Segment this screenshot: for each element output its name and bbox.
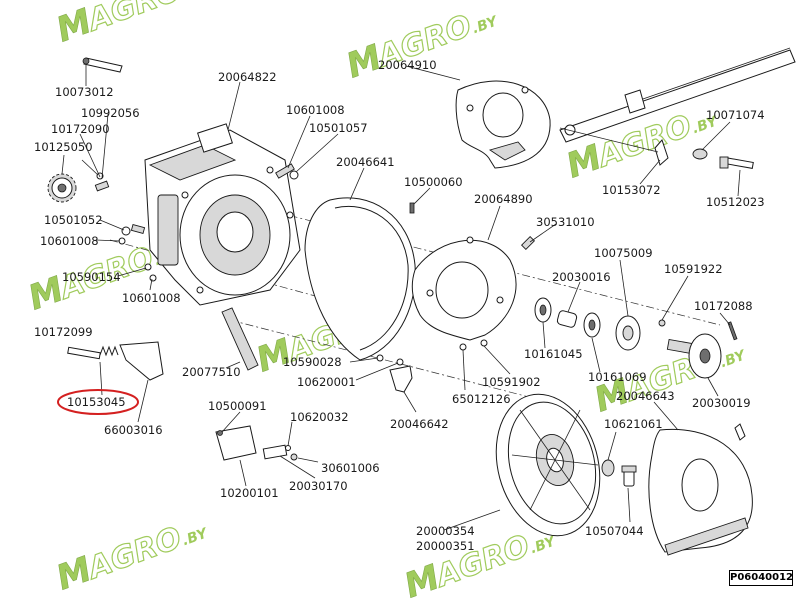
label-20077510[interactable]: 20077510	[182, 365, 241, 379]
svg-text:AGRO: AGRO	[82, 0, 186, 39]
pulley-wheel-part	[495, 393, 601, 537]
cover-plate-part	[455, 80, 551, 169]
label-20030019[interactable]: 20030019	[692, 396, 751, 410]
pin-10172088	[727, 321, 738, 341]
label-20046642[interactable]: 20046642	[390, 417, 449, 431]
small-hardware-mid	[376, 339, 488, 366]
bolt-30531010	[520, 235, 536, 251]
block-20030170	[262, 444, 288, 460]
washer-10075009	[615, 315, 641, 351]
label-10591922[interactable]: 10591922	[664, 262, 723, 276]
small-fasteners-left	[94, 172, 157, 282]
label-10601008-low[interactable]: 10601008	[122, 291, 181, 305]
label-10200101[interactable]: 10200101	[220, 486, 279, 500]
strip-20077510	[221, 307, 259, 371]
bolt-10512023	[719, 156, 754, 169]
label-10501052[interactable]: 10501052	[44, 213, 103, 227]
label-10161045[interactable]: 10161045	[524, 347, 583, 361]
svg-text:.BY: .BY	[180, 525, 211, 549]
frame-rail-part	[559, 47, 796, 143]
label-10501057[interactable]: 10501057	[309, 121, 368, 135]
label-10601008-mid[interactable]: 10601008	[40, 234, 99, 248]
label-10621061[interactable]: 10621061	[604, 417, 663, 431]
label-20046641[interactable]: 20046641	[336, 155, 395, 169]
label-10500060[interactable]: 10500060	[404, 175, 463, 189]
label-10073012[interactable]: 10073012	[55, 85, 114, 99]
sprocket-part	[47, 173, 77, 203]
svg-text:.BY: .BY	[180, 0, 211, 1]
label-20064910[interactable]: 20064910	[378, 58, 437, 72]
washer-10621061	[601, 459, 615, 477]
label-10507044[interactable]: 10507044	[585, 524, 644, 538]
drawing-code-box: P06040012	[729, 570, 793, 586]
nut-10620032	[285, 445, 291, 451]
pin-10172099	[67, 346, 101, 360]
svg-text:.BY: .BY	[528, 533, 559, 557]
label-10075009[interactable]: 10075009	[594, 246, 653, 260]
label-30601006[interactable]: 30601006	[321, 461, 380, 475]
svg-text:.BY: .BY	[470, 13, 501, 37]
svg-text:.BY: .BY	[718, 347, 749, 371]
lever-10153072	[559, 127, 669, 166]
belt-ring-part	[304, 197, 416, 361]
latch-66003016	[119, 341, 164, 381]
guard-shield-part	[648, 423, 753, 556]
bearing-10161069	[583, 312, 601, 338]
plate-10200101	[215, 425, 257, 461]
label-10590154[interactable]: 10590154	[62, 270, 121, 284]
label-10153045[interactable]: 10153045	[67, 395, 126, 409]
label-20064822[interactable]: 20064822	[218, 70, 277, 84]
label-10620032[interactable]: 10620032	[290, 410, 349, 424]
washer-10071074	[692, 148, 708, 160]
label-10153072[interactable]: 10153072	[602, 183, 661, 197]
bolt-10507044	[621, 465, 637, 487]
label-10172099[interactable]: 10172099	[34, 325, 93, 339]
spacer-20030016	[556, 310, 578, 328]
label-20000354[interactable]: 20000354	[416, 524, 475, 538]
label-10620001[interactable]: 10620001	[297, 375, 356, 389]
label-20000351[interactable]: 20000351	[416, 539, 475, 553]
label-20030170[interactable]: 20030170	[289, 479, 348, 493]
disc-plate-part	[411, 236, 517, 341]
part-labels: 10073012 20064822 10992056 10172090 1012…	[34, 58, 765, 553]
label-10161069[interactable]: 10161069	[588, 370, 647, 384]
hub-20030019	[666, 333, 722, 379]
label-10512023[interactable]: 10512023	[706, 195, 765, 209]
highlight-circle	[57, 389, 139, 415]
screw-10591922	[658, 319, 666, 327]
label-10500091[interactable]: 10500091	[208, 399, 267, 413]
label-20064890[interactable]: 20064890	[474, 192, 533, 206]
spring-10153045	[99, 345, 119, 357]
shaft-10073012	[82, 57, 123, 73]
label-10992056[interactable]: 10992056	[81, 106, 140, 120]
pin-10500060	[409, 202, 415, 214]
label-10601008-top[interactable]: 10601008	[286, 103, 345, 117]
label-10590028[interactable]: 10590028	[283, 355, 342, 369]
bearing-10161045	[534, 297, 552, 323]
label-65012126[interactable]: 65012126	[452, 392, 511, 406]
label-20046643[interactable]: 20046643	[616, 389, 675, 403]
label-10172090[interactable]: 10172090	[51, 122, 110, 136]
label-10125050[interactable]: 10125050	[34, 140, 93, 154]
screw-30601006	[290, 453, 298, 461]
bolt-10501057	[275, 163, 299, 180]
bracket-20046642	[389, 365, 413, 393]
main-housing-part	[144, 123, 301, 306]
label-66003016[interactable]: 66003016	[104, 423, 163, 437]
leader-lines	[61, 64, 741, 531]
label-10071074[interactable]: 10071074	[706, 108, 765, 122]
pin-10500091	[217, 430, 223, 436]
label-20030016[interactable]: 20030016	[552, 270, 611, 284]
svg-text:AGRO: AGRO	[82, 520, 186, 587]
label-10591902[interactable]: 10591902	[482, 375, 541, 389]
label-10172088[interactable]: 10172088	[694, 299, 753, 313]
label-30531010[interactable]: 30531010	[536, 215, 595, 229]
